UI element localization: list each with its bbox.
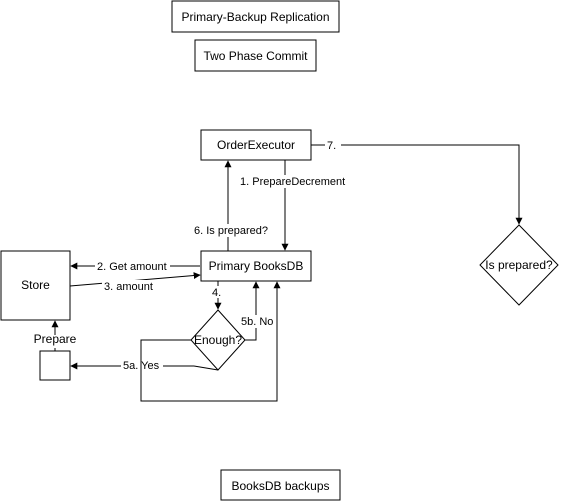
booksdb-backups-node: BooksDB backups bbox=[220, 469, 341, 501]
edge-1-label: 1. PrepareDecrement bbox=[240, 176, 345, 188]
replication-label: Primary-Backup Replication bbox=[181, 10, 329, 24]
prepare-label: Prepare bbox=[34, 332, 77, 346]
two-phase-node: Two Phase Commit bbox=[194, 39, 317, 72]
order-executor-label: OrderExecutor bbox=[217, 138, 295, 152]
primary-booksdb-label: Primary BooksDB bbox=[209, 259, 304, 273]
edge-6-label: 6. Is prepared? bbox=[194, 225, 268, 237]
edge-5a-yes: 5a. Yes bbox=[70, 359, 219, 372]
enough-decision-node: Enough? bbox=[190, 309, 246, 371]
edge-4-label: 4. bbox=[212, 287, 221, 299]
booksdb-backups-label: BooksDB backups bbox=[231, 479, 329, 493]
edge-enough-loop bbox=[140, 281, 281, 402]
edge-3-label: 3. amount bbox=[104, 281, 153, 293]
replication-node: Primary-Backup Replication bbox=[171, 0, 340, 33]
is-prepared-label: Is prepared? bbox=[485, 258, 553, 272]
two-phase-label: Two Phase Commit bbox=[203, 49, 308, 63]
edge-5b-label: 5b. No bbox=[241, 316, 273, 328]
edge-is-prepared: 6. Is prepared? bbox=[193, 160, 271, 251]
edge-7-label: 7. bbox=[327, 140, 336, 152]
primary-booksdb-node: Primary BooksDB bbox=[200, 250, 312, 282]
is-prepared-decision-node: Is prepared? bbox=[479, 224, 559, 306]
edge-prepare-decrement: 1. PrepareDecrement bbox=[238, 160, 348, 251]
store-label: Store bbox=[21, 278, 50, 292]
edge-2-label: 2. Get amount bbox=[97, 261, 167, 273]
enough-label: Enough? bbox=[194, 333, 242, 347]
store-node: Store bbox=[0, 250, 71, 321]
edge-4: 4. bbox=[211, 281, 225, 310]
edge-7: 7. bbox=[311, 139, 523, 225]
edge-5b-no: 5b. No bbox=[239, 281, 275, 341]
edge-amount: 3. amount bbox=[69, 272, 201, 293]
prepare-node: Prepare bbox=[34, 332, 77, 381]
order-executor-node: OrderExecutor bbox=[200, 129, 312, 161]
edge-get-amount: 2. Get amount bbox=[70, 260, 200, 273]
